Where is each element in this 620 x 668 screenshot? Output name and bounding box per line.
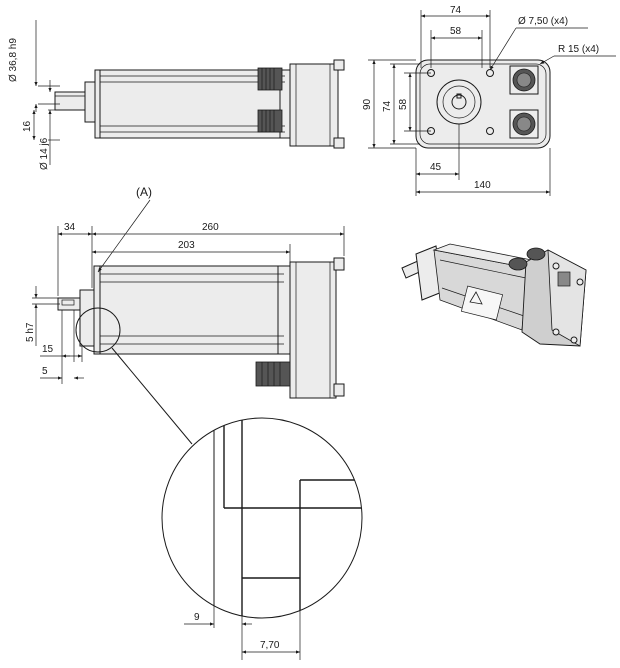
dim-7-70: 7,70 (260, 640, 280, 651)
side-view: (A) 34 260 203 5 h7 15 5 (25, 185, 345, 399)
dim-dia-14: Ø 14 j6 (39, 137, 50, 170)
detail-a-marker (75, 307, 121, 353)
end-view: 74 58 Ø 7,50 (x4) R 15 (x4) 90 74 58 45 … (362, 5, 616, 196)
dim-74-side: 74 (382, 100, 393, 112)
dim-260: 260 (202, 222, 219, 233)
top-connector-upper (257, 67, 283, 91)
end-pilot (436, 79, 482, 125)
dim-16: 16 (22, 120, 33, 132)
top-end-cap (289, 63, 339, 147)
dim-203: 203 (178, 240, 195, 251)
callout-hole-dia: Ø 7,50 (x4) (518, 16, 568, 27)
dim-9: 9 (194, 612, 200, 623)
dim-58-top: 58 (450, 26, 462, 37)
top-view: Ø 36,8 h9 16 Ø 14 j6 (8, 20, 345, 170)
top-connector-lower (257, 109, 283, 133)
side-flange (79, 289, 95, 347)
side-connector (255, 361, 291, 387)
detail-a-label: (A) (136, 185, 152, 199)
mount-hole-tr (486, 69, 494, 77)
dim-45: 45 (430, 162, 442, 173)
side-motor-body (93, 265, 291, 355)
dim-dia-36-8: Ø 36,8 h9 (8, 38, 19, 82)
callout-radius: R 15 (x4) (558, 44, 599, 55)
iso-view (401, 243, 587, 347)
side-end-cap (289, 261, 337, 399)
iso-warning-label (460, 285, 504, 321)
dim-5: 5 (42, 366, 48, 377)
dim-key-5h7: 5 h7 (25, 322, 36, 342)
dim-34: 34 (64, 222, 76, 233)
top-shaft (54, 91, 86, 111)
detail-a-view: 9 7,70 (111, 347, 363, 660)
dim-15: 15 (42, 344, 54, 355)
dim-140: 140 (474, 180, 491, 191)
top-flange (84, 81, 96, 123)
top-motor-body (94, 69, 291, 139)
mount-hole-br (486, 127, 494, 135)
dim-58-side: 58 (398, 98, 409, 110)
detail-circle (161, 417, 363, 619)
dim-90: 90 (362, 98, 373, 110)
dim-74-top: 74 (450, 5, 462, 16)
